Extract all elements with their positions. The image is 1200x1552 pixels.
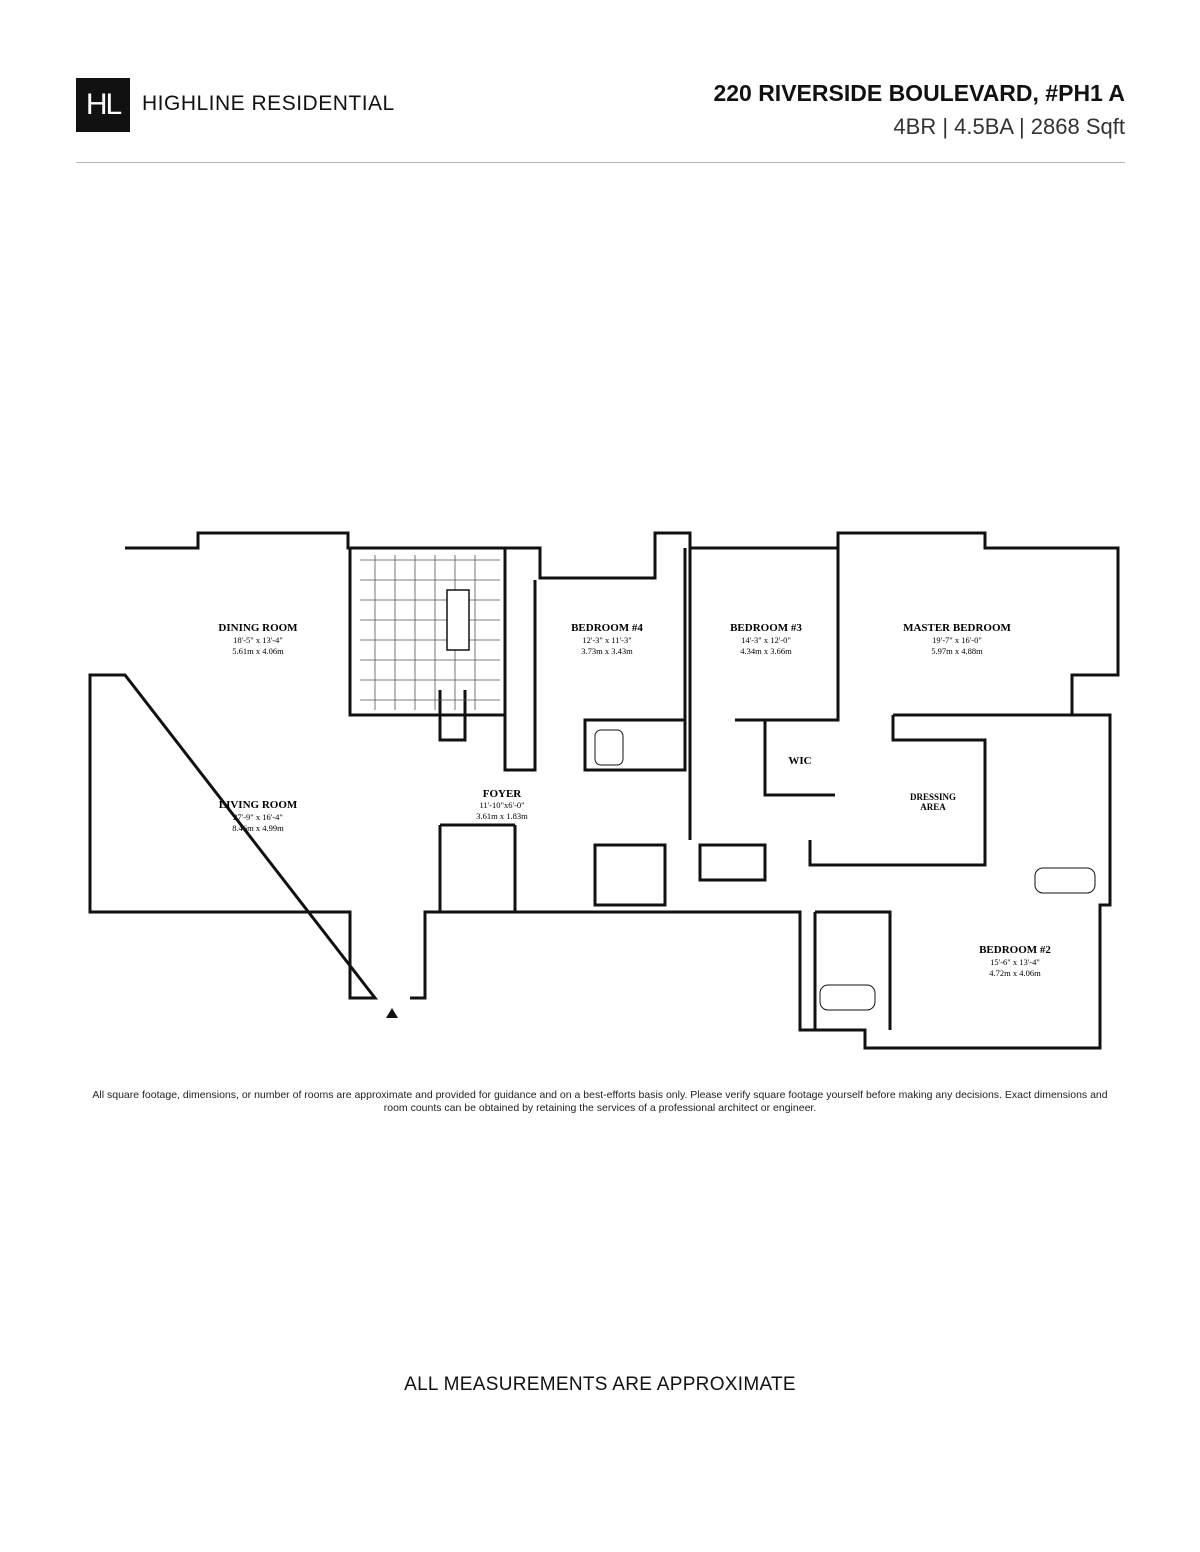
entry-arrow-icon xyxy=(386,1008,398,1018)
logo: HL xyxy=(76,78,130,132)
listing-address: 220 RIVERSIDE BOULEVARD, #PH1 A xyxy=(713,80,1125,106)
bathtub-icon xyxy=(819,984,876,1011)
room-dim-m: 3.61m x 1.83m xyxy=(476,811,528,821)
wall-baths xyxy=(438,823,767,912)
room-dim-m: 5.61m x 4.06m xyxy=(232,646,284,656)
area-label: AREA xyxy=(920,802,946,812)
room-dim-m: 8.46m x 4.99m xyxy=(232,823,284,833)
wall-kitchen xyxy=(503,548,537,772)
bathtub-icon xyxy=(1034,867,1096,894)
header-divider xyxy=(76,162,1125,163)
room-dim-m: 4.72m x 4.06m xyxy=(989,968,1041,978)
room-name: LIVING ROOM xyxy=(219,799,298,811)
dressing-label: DRESSING xyxy=(910,792,956,802)
room-name: BEDROOM #4 xyxy=(571,622,643,634)
brand-name: HIGHLINE RESIDENTIAL xyxy=(142,92,395,115)
room-name: FOYER xyxy=(483,788,523,800)
measurements-note: ALL MEASUREMENTS ARE APPROXIMATE xyxy=(404,1374,796,1395)
room-dim-ft: 15'-6" x 13'-4" xyxy=(990,957,1040,967)
wall-dining-kitchen xyxy=(348,548,505,717)
room-name: DINING ROOM xyxy=(218,622,298,634)
room-dim-m: 5.97m x 4.88m xyxy=(931,646,983,656)
wall-bedroom4 xyxy=(583,548,687,772)
kitchen-island xyxy=(446,589,470,651)
room-dim-ft: 19'-7" x 16'-0" xyxy=(932,635,982,645)
wall-foyer xyxy=(438,690,467,742)
bathtub-icon xyxy=(594,729,624,766)
room-dim-ft: 27'-9" x 16'-4" xyxy=(233,812,283,822)
wall-bedroom3 xyxy=(688,548,840,840)
room-dim-m: 3.73m x 3.43m xyxy=(581,646,633,656)
room-dim-ft: 18'-5" x 13'-4" xyxy=(233,635,283,645)
room-dim-ft: 14'-3" x 12'-0" xyxy=(741,635,791,645)
room-dim-ft: 12'-3" x 11'-3" xyxy=(582,635,631,645)
outer-wall xyxy=(88,531,1120,1050)
room-name: MASTER BEDROOM xyxy=(903,622,1011,634)
wic-label: WIC xyxy=(788,755,811,767)
room-name: BEDROOM #3 xyxy=(730,622,802,634)
disclaimer: All square footage, dimensions, or numbe… xyxy=(92,1089,1108,1114)
room-dim-m: 4.34m x 3.66m xyxy=(740,646,792,656)
kitchen-tiles xyxy=(360,555,500,710)
room-name: BEDROOM #2 xyxy=(979,944,1051,956)
wall-bedroom2-bath xyxy=(813,910,892,1030)
wall-master xyxy=(808,548,1110,867)
listing-summary: 4BR | 4.5BA | 2868 Sqft xyxy=(893,114,1125,139)
room-dim-ft: 11'-10"x6'-0" xyxy=(479,800,524,810)
